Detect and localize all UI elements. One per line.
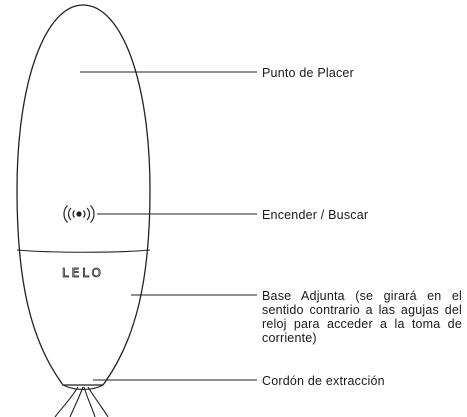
callout-power-search: Encender / Buscar xyxy=(262,208,369,222)
callout-pleasure-point: Punto de Placer xyxy=(262,66,354,80)
base-bottom-seam xyxy=(62,384,104,391)
base-separation-line xyxy=(16,249,151,253)
brand-logo: LELO xyxy=(62,266,104,280)
retrieval-cord xyxy=(54,386,109,417)
callout-base: Base Adjunta (se girará en el sentido co… xyxy=(262,289,462,345)
device-body-outline xyxy=(16,4,151,386)
wireless-signal-icon xyxy=(63,205,95,223)
callout-cord: Cordón de extracción xyxy=(262,374,385,388)
